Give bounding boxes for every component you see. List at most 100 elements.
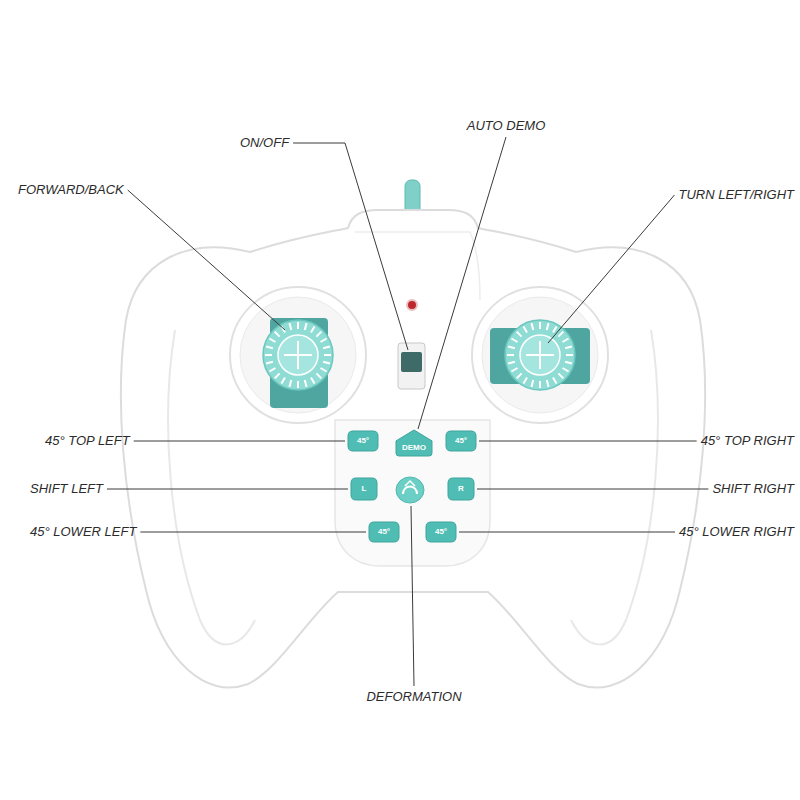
knob-tooth [289, 323, 291, 330]
knob-tooth [266, 346, 273, 348]
button-face: DEMO [396, 430, 432, 456]
button-label: 45° [455, 436, 467, 446]
button-outline [396, 430, 432, 456]
knob-tooth [324, 354, 331, 356]
top-contour [355, 232, 480, 300]
knob-tooth [321, 368, 327, 372]
leader-line [134, 441, 345, 442]
callout-label: AUTO DEMO [467, 118, 546, 134]
remote-button: 45° [369, 522, 399, 542]
on-off-switch [398, 343, 425, 389]
knob-tooth [558, 332, 563, 337]
knob-tooth [289, 380, 291, 387]
remote-button: 45° [446, 431, 476, 451]
callout-label: SHIFT RIGHT [712, 481, 794, 497]
knob-tooth [511, 368, 517, 372]
leader-line [107, 489, 348, 490]
button-label: R [458, 484, 464, 494]
callout-label: 45° LOWER RIGHT [679, 524, 794, 540]
knob-tooth [524, 326, 528, 332]
button-face: 45° [446, 431, 476, 451]
callout-label: FORWARD/BACK [18, 182, 124, 198]
joystick-knob [263, 320, 333, 390]
knob-center [520, 335, 560, 375]
button-face: 45° [426, 522, 456, 542]
button-outline [446, 431, 476, 451]
leader-line [459, 532, 675, 533]
knob-tooth [553, 326, 557, 332]
knob-tooth [539, 322, 541, 329]
button-face: L [351, 478, 377, 500]
power-led [407, 300, 417, 310]
knob-center [278, 335, 318, 375]
knob-tooth [547, 380, 549, 387]
knob-tooth [565, 346, 572, 348]
knob-tooth [547, 323, 549, 330]
knob-cap [505, 320, 575, 390]
knob-tooth [269, 368, 275, 372]
button-outline [369, 522, 399, 542]
joystick-knob [505, 320, 575, 390]
knob-tooth [316, 373, 321, 378]
knob-tooth [524, 378, 528, 384]
knob-tooth [563, 368, 569, 372]
knob-tooth [517, 373, 522, 378]
deformation-button [396, 477, 424, 503]
callout-label: TURN LEFT/RIGHT [678, 187, 794, 203]
knob-tooth [508, 362, 515, 364]
callout-label: 45° TOP RIGHT [701, 433, 794, 449]
joystick-well [482, 297, 598, 413]
joystick-knobs [263, 320, 575, 390]
knob-tooth [311, 326, 315, 332]
knob-tooth [517, 332, 522, 337]
knob-tooth [297, 322, 299, 329]
button-face: R [448, 478, 474, 500]
knob-tooth [269, 339, 275, 343]
knob-tooth [508, 346, 515, 348]
remote-button: 45° [426, 522, 456, 542]
callout-label: 45° LOWER LEFT [30, 524, 136, 540]
knob-tooth [275, 373, 280, 378]
knob-tooth [507, 354, 514, 356]
knob-tooth [323, 362, 330, 364]
button-panel [335, 420, 490, 566]
button-outline [348, 431, 378, 451]
knob-tooth [282, 378, 286, 384]
knob-tooth [305, 380, 307, 387]
callout-label: 45° TOP LEFT [45, 433, 130, 449]
leader-line [548, 195, 674, 343]
leader-line [293, 143, 408, 350]
knob-tooth [511, 339, 517, 343]
leader-line [477, 489, 708, 490]
knob-tooth [275, 332, 280, 337]
button-label: L [362, 484, 367, 494]
button-label: 45° [435, 527, 447, 537]
button-label: 45° [378, 527, 390, 537]
leader-line [411, 506, 414, 686]
knob-tooth [305, 323, 307, 330]
button-outline [426, 522, 456, 542]
knob-tooth [539, 381, 541, 388]
controller-body [121, 210, 705, 688]
joystick-well [230, 287, 366, 423]
knob-cross [284, 341, 312, 369]
leader-line [479, 441, 697, 442]
button-outline [351, 478, 377, 500]
leader-line [140, 532, 366, 533]
knob-tooth [531, 380, 533, 387]
button-label: DEMO [402, 443, 426, 453]
knob-tooth [553, 378, 557, 384]
deformation-icon [405, 481, 415, 486]
knob-tooth [297, 381, 299, 388]
deformation-icon [403, 487, 417, 495]
knob-tooth [566, 354, 573, 356]
callout-label: DEFORMATION [366, 689, 461, 705]
knob-tooth [321, 339, 327, 343]
knob-tooth [311, 378, 315, 384]
knob-tooth [266, 362, 273, 364]
remote-button: R [448, 478, 474, 500]
knob-tooth [316, 332, 321, 337]
